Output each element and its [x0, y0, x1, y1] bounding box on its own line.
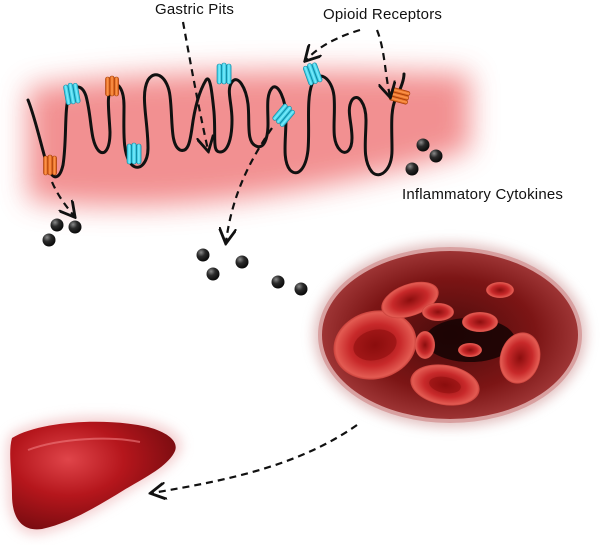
liver-icon	[6, 416, 182, 535]
cytokine-icon	[50, 218, 64, 232]
cytokine-icon	[429, 149, 443, 163]
opioid-receptor-arrow-left	[306, 28, 361, 60]
inflammatory-cytokines-label: Inflammatory Cytokines	[402, 186, 564, 203]
cytokine-release-arrow-center	[226, 127, 273, 242]
gastric-pits-arrow	[181, 21, 208, 150]
cytokine-icon	[206, 267, 220, 281]
opioid-receptors-label: Opioid Receptors	[323, 6, 443, 23]
cytokine-icon	[196, 248, 210, 262]
opioid-receptor-icon	[126, 142, 142, 165]
bloodstream-to-liver-arrow	[152, 424, 358, 493]
opioid-receptor-icon	[43, 154, 57, 176]
cytokine-icon	[271, 275, 285, 289]
cytokine-release-arrow-left	[50, 181, 74, 216]
cytokine-icon	[235, 255, 249, 269]
blood-vessel-icon	[314, 243, 586, 427]
cytokine-icon	[416, 138, 430, 152]
opioid-receptor-icon	[216, 62, 232, 85]
cytokine-icon	[42, 233, 56, 247]
opioid-receptor-icon	[105, 75, 119, 97]
opioid-receptor-arrow-right	[375, 29, 390, 96]
gastric-mucosa-membrane	[26, 72, 406, 179]
cytokine-icon	[68, 220, 82, 234]
gastric-pits-label: Gastric Pits	[155, 1, 235, 18]
cytokine-icon	[294, 282, 308, 296]
cytokine-icon	[405, 162, 419, 176]
